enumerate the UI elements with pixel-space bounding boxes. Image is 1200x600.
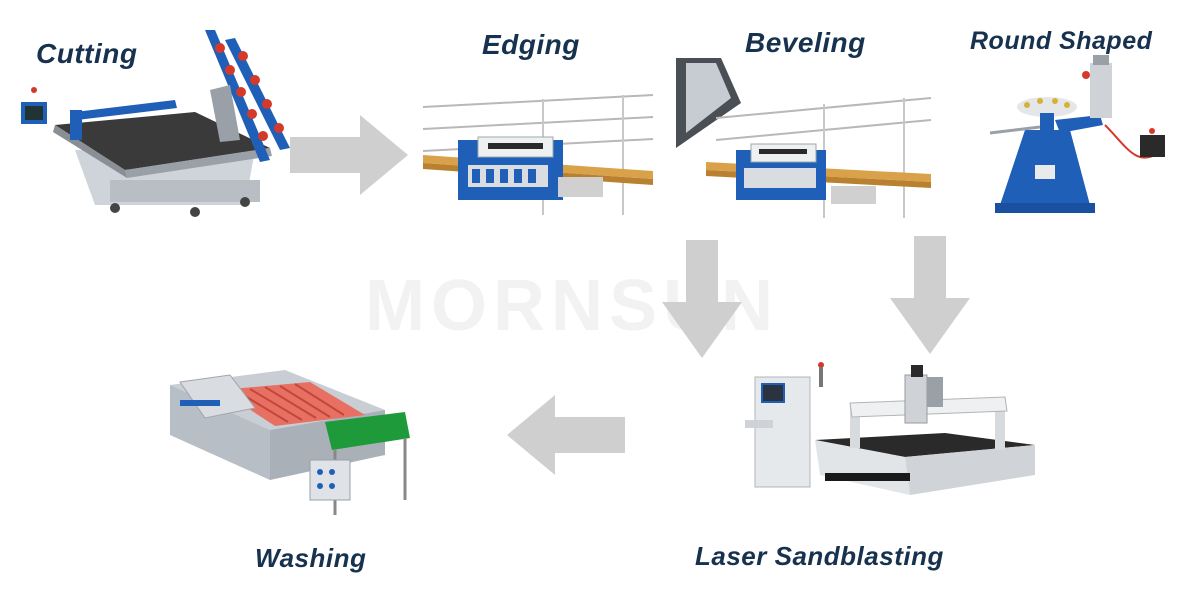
beveling-machine-image bbox=[676, 58, 932, 218]
stage-label-laser-sandblasting: Laser Sandblasting bbox=[695, 541, 944, 571]
stage-label-beveling: Beveling bbox=[745, 27, 866, 58]
arrow-right-icon bbox=[290, 115, 408, 195]
arrow-down-icon bbox=[890, 236, 970, 354]
round-shaped-machine-image bbox=[989, 55, 1165, 213]
laser-sandblasting-machine-image bbox=[745, 362, 1035, 495]
stage-label-cutting: Cutting bbox=[36, 38, 138, 69]
arrow-left-icon bbox=[507, 395, 625, 475]
edging-machine-image bbox=[422, 94, 654, 215]
washing-machine-image bbox=[170, 370, 410, 515]
stage-label-round-shaped: Round Shaped bbox=[970, 27, 1153, 55]
stage-label-washing: Washing bbox=[255, 543, 367, 573]
stage-label-edging: Edging bbox=[482, 29, 580, 60]
arrow-down-icon bbox=[662, 240, 742, 358]
cutting-machine-image bbox=[21, 30, 290, 217]
